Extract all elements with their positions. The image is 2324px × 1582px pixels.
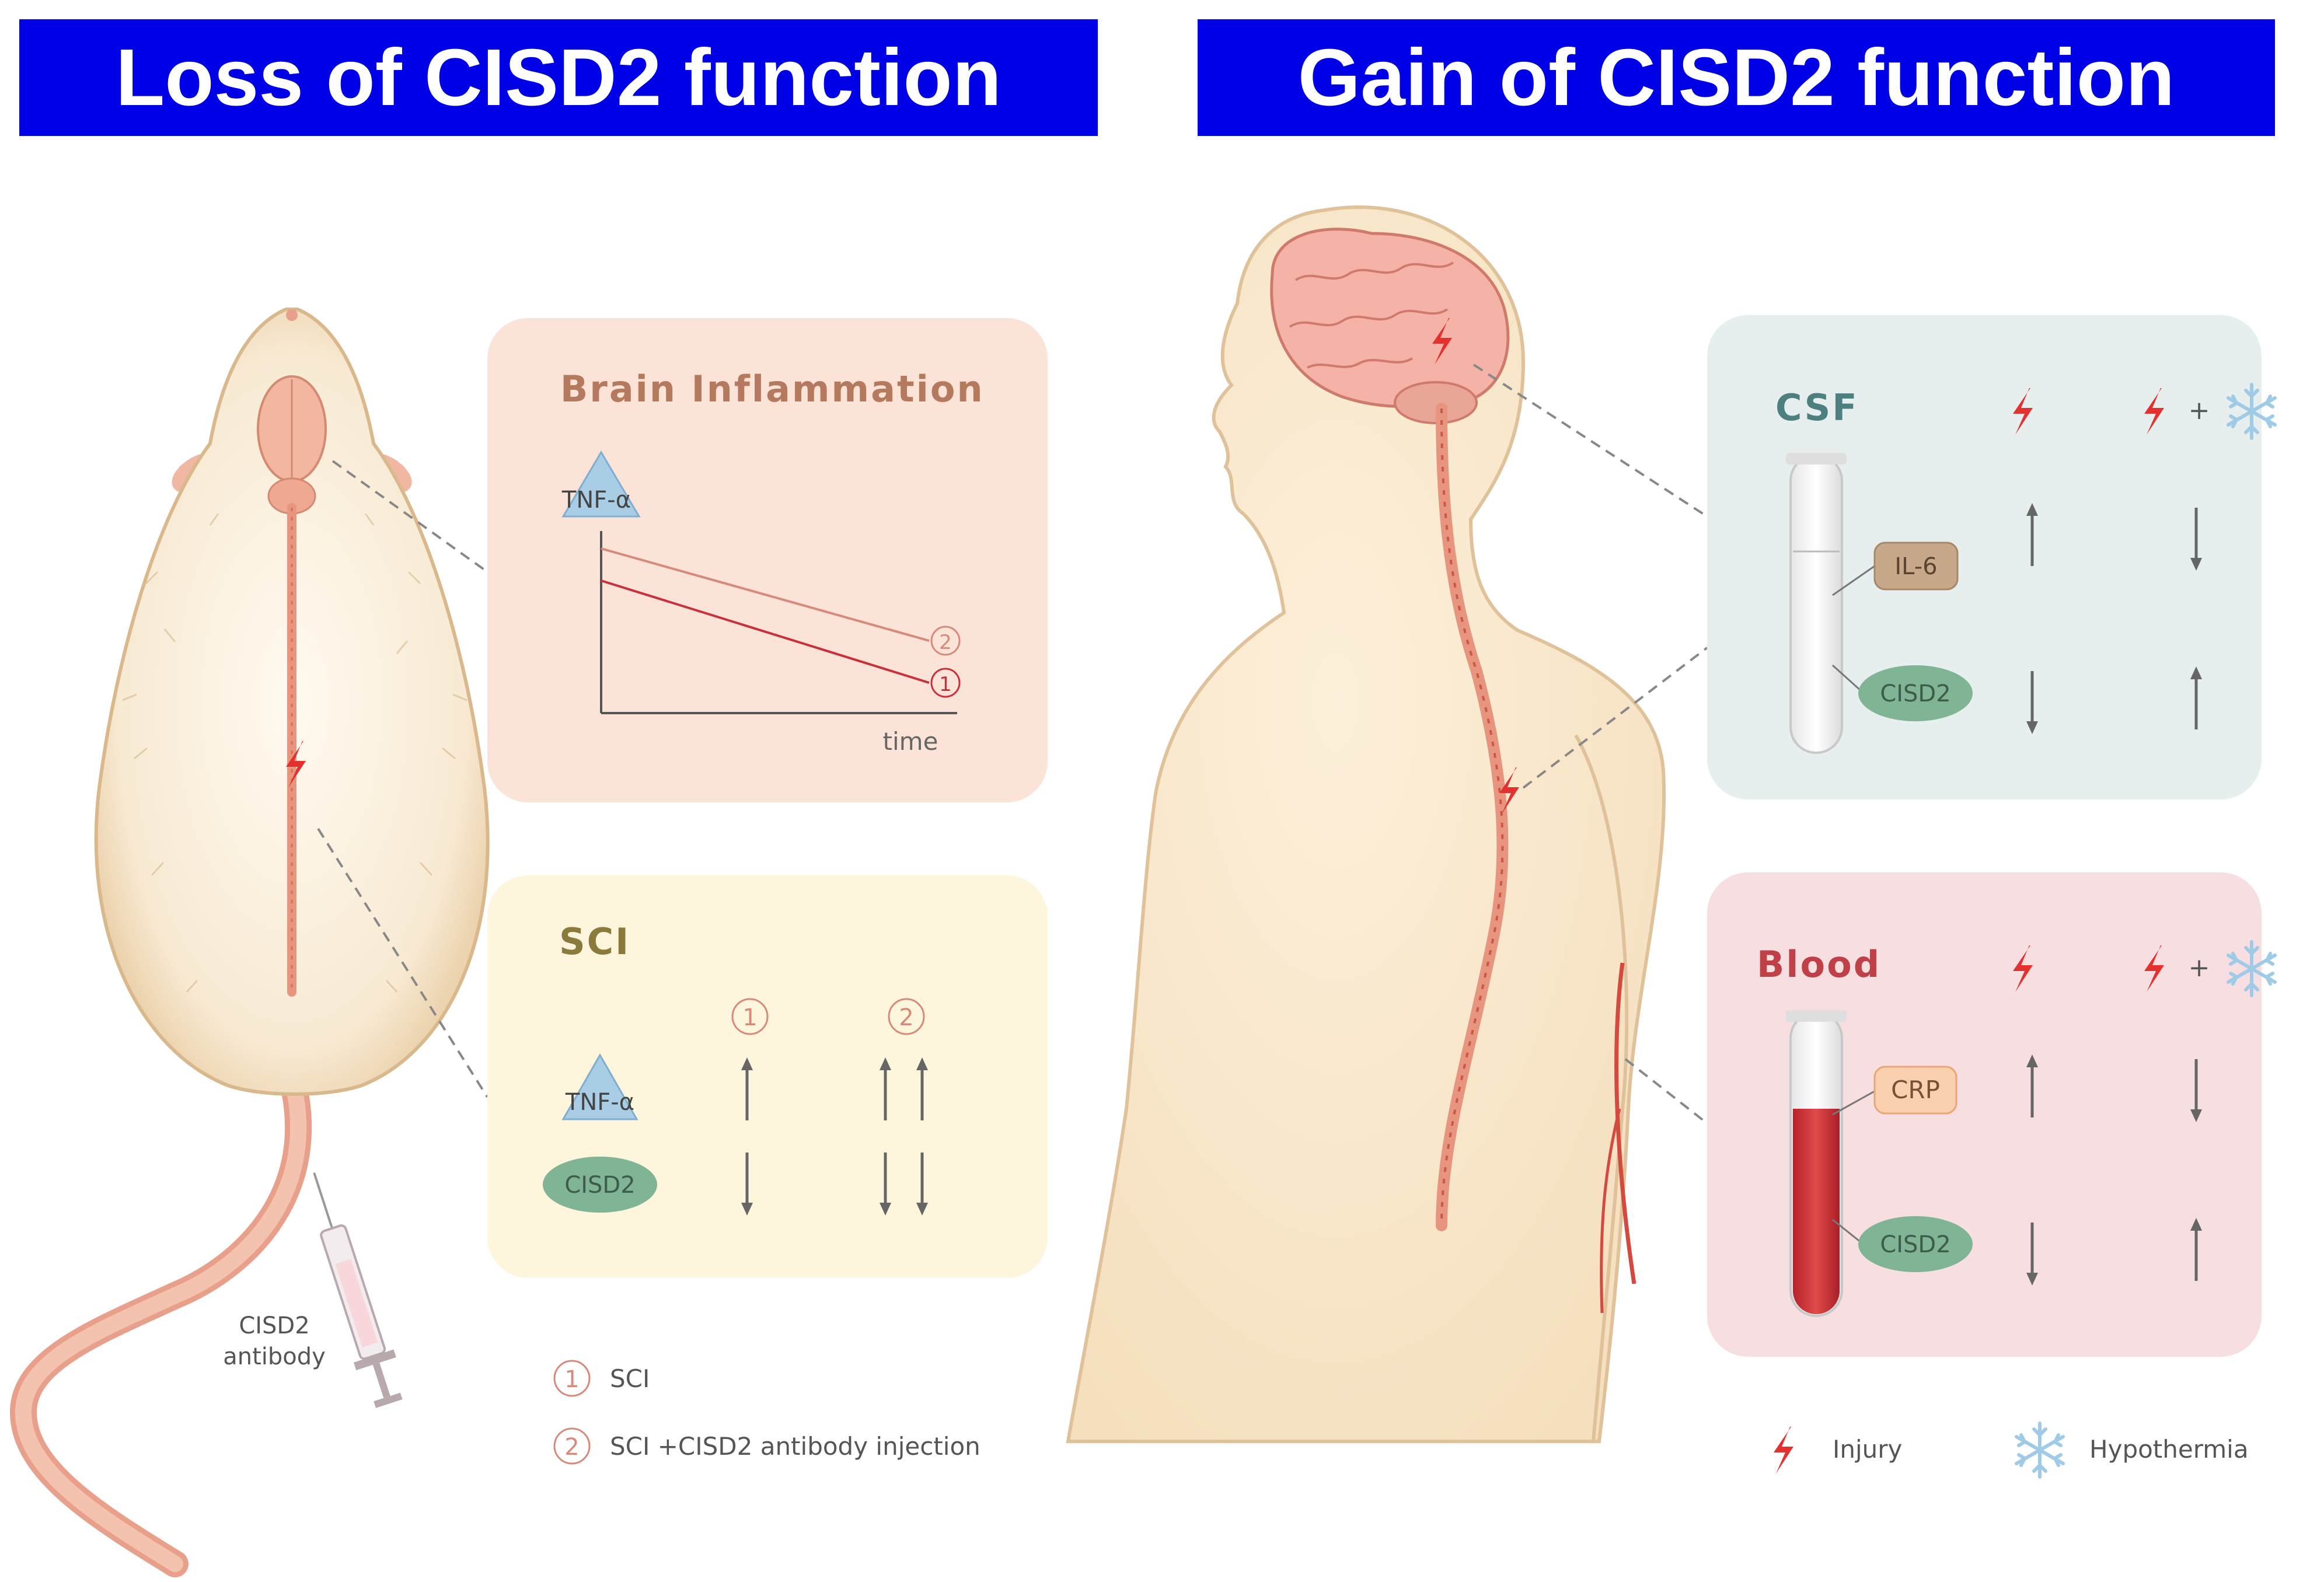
legend-hypothermia-icon — [2016, 1423, 2063, 1477]
tnf-marker-label: TNF-α — [561, 487, 631, 514]
time-axis-label: time — [883, 727, 938, 756]
legend-injury-icon — [1774, 1427, 1793, 1473]
il6-badge — [1873, 542, 1959, 591]
legend-num-1: 1 — [564, 1366, 579, 1393]
human-illustration — [1066, 205, 1666, 1443]
line-1-label: 1 — [939, 673, 952, 696]
legend-text-1: SCI — [610, 1364, 650, 1393]
rat-illustration — [9, 308, 490, 1577]
blood-title: Blood — [1757, 943, 1881, 986]
legend-injury-label: Injury — [1833, 1435, 1902, 1464]
blood-marker-2: CISD2 — [1880, 1231, 1950, 1258]
legend-text-2: SCI +CISD2 antibody injection — [610, 1432, 980, 1461]
loss-banner: Loss of CISD2 function — [19, 19, 1098, 136]
blood-panel: Blood + CRP CISD2 — [1707, 872, 2275, 1357]
csf-marker-1: IL-6 — [1894, 553, 1937, 580]
brain-inflammation-title: Brain Inflammation — [560, 368, 985, 410]
line-2-label: 2 — [939, 631, 952, 654]
sci-cisd2-ellipse-icon — [543, 1157, 657, 1213]
csf-cisd2-ellipse-icon — [1858, 665, 1973, 721]
gain-banner: Gain of CISD2 function — [1198, 19, 2275, 136]
syringe-label-line2: antibody — [223, 1343, 326, 1370]
blood-marker-1: CRP — [1891, 1075, 1940, 1104]
sci-row-tnf: TNF-α — [565, 1089, 634, 1116]
csf-panel: CSF + IL-6 CISD2 — [1707, 315, 2275, 799]
sci-tnf-triangle-icon — [561, 1053, 638, 1120]
right-connectors — [1472, 364, 1708, 1124]
sci-panel: SCI 1 2 TNF-α CISD2 — [487, 875, 1048, 1278]
syringe-label-line1: CISD2 — [239, 1312, 309, 1339]
legend-num-2: 2 — [564, 1434, 579, 1461]
tnf-triangle-icon — [561, 450, 641, 518]
crp-badge — [1873, 1066, 1957, 1115]
legend-right: Injury Hypothermia — [1774, 1423, 2249, 1477]
sci-col-2: 2 — [899, 1004, 913, 1031]
legend-left: 1 SCI 2 SCI +CISD2 antibody injection — [553, 1360, 980, 1465]
blood-plus: + — [2189, 953, 2210, 983]
syringe-icon — [313, 1172, 403, 1408]
csf-marker-2: CISD2 — [1880, 680, 1950, 707]
brain-inflammation-panel: Brain Inflammation TNF-α 2 1 time — [487, 318, 1048, 802]
line-2 — [601, 547, 930, 642]
line-1 — [601, 579, 930, 684]
sci-col-1: 1 — [742, 1004, 757, 1031]
legend-hypothermia-label: Hypothermia — [2089, 1435, 2249, 1464]
csf-plus: + — [2189, 396, 2210, 425]
left-connectors — [317, 460, 488, 1098]
csf-tube-icon — [1789, 454, 1843, 754]
sci-row-cisd2: CISD2 — [564, 1172, 635, 1199]
csf-title: CSF — [1775, 386, 1859, 429]
blood-cisd2-ellipse-icon — [1858, 1216, 1973, 1272]
sci-title: SCI — [559, 920, 630, 963]
